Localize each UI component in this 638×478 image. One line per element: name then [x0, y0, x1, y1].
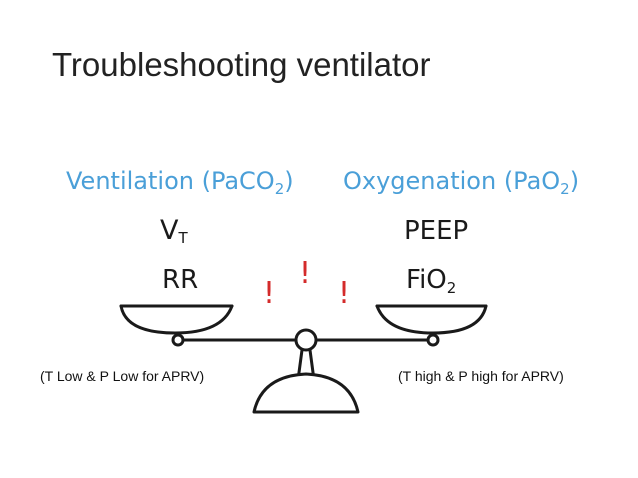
oxygenation-heading: Oxygenation (PaO2) — [343, 167, 579, 198]
slide-title: Troubleshooting ventilator — [52, 46, 431, 83]
exclamation-mark-2: ! — [299, 256, 311, 291]
respiratory-rate-label: RR — [162, 265, 198, 295]
center-pivot — [294, 328, 318, 352]
right-pan — [375, 304, 488, 335]
tidal-volume-label: VT — [160, 215, 188, 247]
left-pivot — [171, 333, 185, 347]
right-note: (T high & P high for APRV) — [398, 368, 564, 384]
left-note: (T Low & P Low for APRV) — [40, 368, 205, 384]
scale-base — [252, 372, 360, 414]
left-pan — [119, 304, 234, 335]
peep-label: PEEP — [404, 216, 468, 246]
fio2-label: FiO2 — [406, 265, 456, 297]
exclamation-mark-3: ! — [338, 276, 350, 311]
right-pivot — [426, 333, 440, 347]
ventilation-heading: Ventilation (PaCO2) — [66, 167, 294, 198]
exclamation-mark-1: ! — [263, 276, 275, 311]
